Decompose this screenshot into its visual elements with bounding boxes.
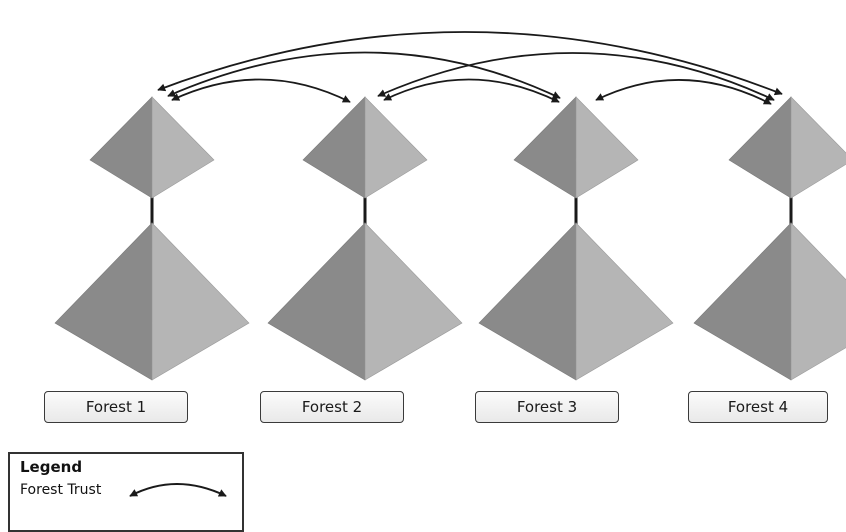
trust-arc-forest-1-forest-4 xyxy=(157,31,783,96)
pyramid-left-face xyxy=(302,96,366,199)
pyramid-right-face xyxy=(790,222,846,381)
curved-double-arrow-icon xyxy=(129,483,227,497)
pyramid-left-face xyxy=(728,96,792,199)
forest-label-text: Forest 4 xyxy=(727,398,789,416)
pyramid-right-face xyxy=(364,222,463,381)
trust-arcs-group xyxy=(157,31,783,105)
forest-1-domain-tree xyxy=(54,222,250,381)
forest-label-text: Forest 1 xyxy=(85,398,147,416)
forest-label-3: Forest 3 xyxy=(475,391,619,423)
forest-4-root-domain xyxy=(728,96,846,199)
forest-2-domain-tree xyxy=(267,222,463,381)
forest-label-text: Forest 3 xyxy=(516,398,578,416)
forest-1-root-domain xyxy=(89,96,215,199)
pyramid-left-face xyxy=(513,96,577,199)
legend-title: Legend xyxy=(20,458,83,476)
forest-3-domain-tree xyxy=(478,222,674,381)
pyramid-right-face xyxy=(790,96,846,199)
pyramid-right-face xyxy=(151,96,215,199)
forest-trust-diagram xyxy=(54,31,846,381)
pyramid-right-face xyxy=(575,96,639,199)
pyramid-left-face xyxy=(267,222,366,381)
pyramid-right-face xyxy=(575,222,674,381)
trust-arc-forest-3-forest-4 xyxy=(595,79,772,105)
trust-arc-forest-1-forest-3 xyxy=(167,51,561,99)
forest-4-domain-tree xyxy=(693,222,846,381)
pyramid-right-face xyxy=(151,222,250,381)
forest-label-1: Forest 1 xyxy=(44,391,188,423)
pyramid-right-face xyxy=(364,96,428,199)
pyramid-left-face xyxy=(54,222,153,381)
pyramid-left-face xyxy=(89,96,153,199)
trust-arc-forest-2-forest-4 xyxy=(377,52,775,101)
forest-label-2: Forest 2 xyxy=(260,391,404,423)
forest-2-root-domain xyxy=(302,96,428,199)
pyramid-left-face xyxy=(478,222,577,381)
forest-label-text: Forest 2 xyxy=(301,398,363,416)
forest-label-4: Forest 4 xyxy=(688,391,828,423)
legend-entry-label: Forest Trust xyxy=(20,482,102,498)
forest-3-root-domain xyxy=(513,96,639,199)
legend: Legend Forest Trust xyxy=(8,452,244,532)
pyramid-left-face xyxy=(693,222,792,381)
pyramids-group xyxy=(54,96,846,381)
